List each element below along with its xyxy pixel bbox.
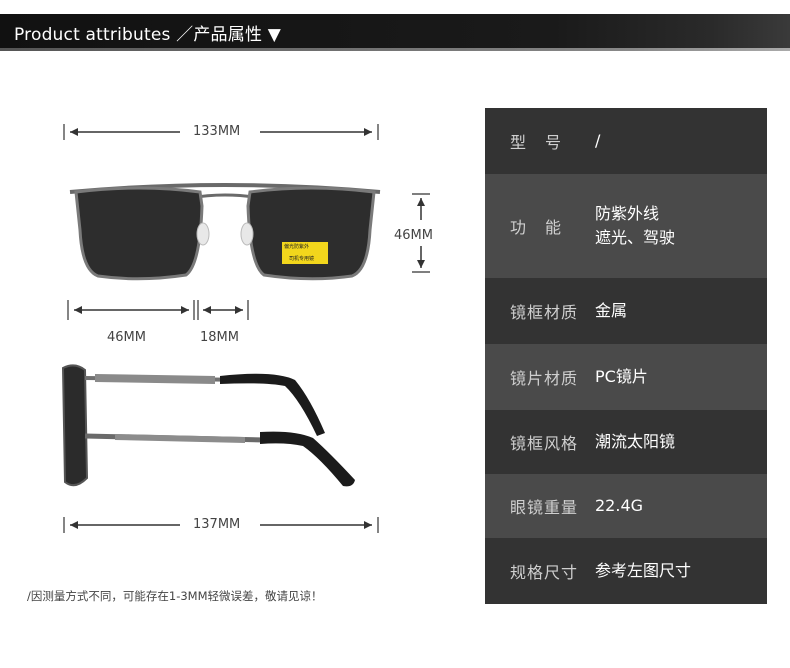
total-width-label: 133MM bbox=[193, 124, 241, 139]
total-width-dimension-line bbox=[63, 124, 379, 140]
attribute-label: 镜片材质 bbox=[510, 369, 579, 388]
attribute-label: 型号 bbox=[510, 133, 581, 152]
bridge-width-label: 18MM bbox=[200, 330, 239, 345]
attribute-value: PC镜片 bbox=[595, 367, 648, 386]
attribute-row-weight: 眼镜重量 22.4G bbox=[485, 474, 767, 538]
attribute-label: 眼镜重量 bbox=[510, 498, 579, 517]
attribute-label: 镜框风格 bbox=[510, 434, 579, 453]
lens-sticker-line2: 司机专用镜 bbox=[289, 256, 315, 262]
lens-sticker-line1: 偏光防紫外 bbox=[284, 244, 310, 250]
glasses-front-view bbox=[69, 183, 381, 281]
attribute-value: 金属 bbox=[595, 301, 628, 320]
attribute-value: / bbox=[595, 131, 601, 150]
lens-width-dimension-line bbox=[67, 300, 249, 320]
attribute-value: 防紫外线 遮光、驾驶 bbox=[595, 204, 676, 247]
attribute-label: 功能 bbox=[510, 218, 581, 237]
section-title: Product attributes ／产品属性 ▼ bbox=[14, 25, 282, 45]
header-underline bbox=[0, 48, 790, 51]
lens-height-label: 46MM bbox=[394, 228, 433, 243]
attribute-value: 参考左图尺寸 bbox=[595, 561, 692, 580]
temple-length-dimension-line bbox=[63, 517, 379, 533]
measurement-note: /因测量方式不同，可能存在1-3MM轻微误差，敬请见谅！ bbox=[27, 589, 323, 603]
attribute-row-lens-material: 镜片材质 PC镜片 bbox=[485, 344, 767, 410]
lens-height-dimension-line bbox=[412, 193, 430, 273]
attribute-value: 潮流太阳镜 bbox=[595, 432, 676, 451]
attribute-row-model: 型号 / bbox=[485, 108, 767, 174]
attribute-row-size: 规格尺寸 参考左图尺寸 bbox=[485, 538, 767, 604]
attribute-value: 22.4G bbox=[595, 496, 644, 515]
lens-width-label: 46MM bbox=[107, 330, 146, 345]
temple-length-label: 137MM bbox=[193, 517, 241, 532]
attribute-label: 镜框材质 bbox=[510, 303, 579, 322]
section-header: Product attributes ／产品属性 ▼ bbox=[0, 14, 790, 48]
attribute-row-frame-material: 镜框材质 金属 bbox=[485, 278, 767, 344]
glasses-side-view bbox=[61, 364, 355, 487]
attribute-row-function: 功能 防紫外线 遮光、驾驶 bbox=[485, 174, 767, 278]
attribute-label: 规格尺寸 bbox=[510, 563, 579, 582]
attributes-table: 型号 / 功能 防紫外线 遮光、驾驶 镜框材质 金属 镜片材质 PC镜片 镜框风… bbox=[485, 108, 767, 604]
attribute-row-frame-style: 镜框风格 潮流太阳镜 bbox=[485, 410, 767, 474]
